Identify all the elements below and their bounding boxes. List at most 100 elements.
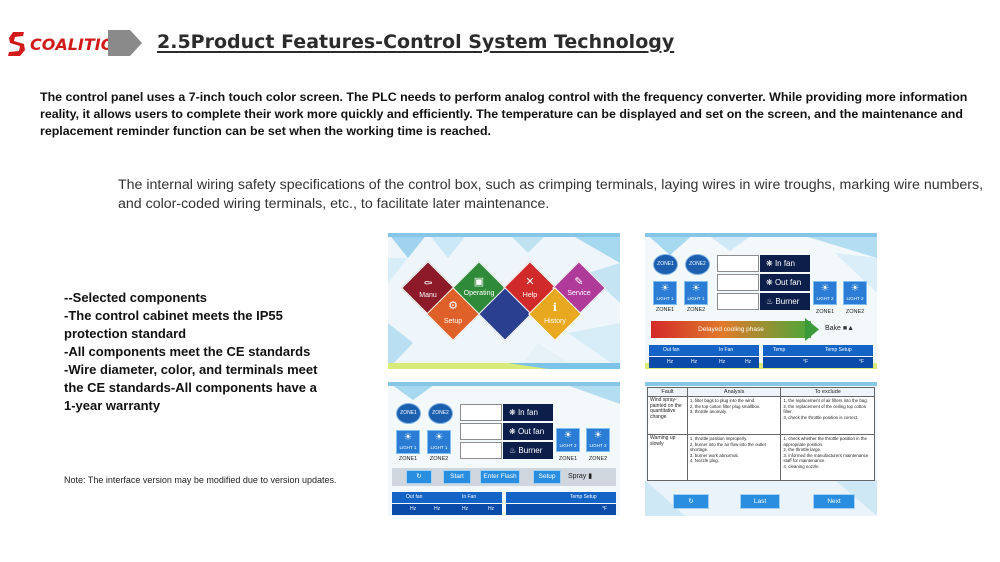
zone1-button[interactable]: ZONE1: [654, 255, 677, 274]
bake-text: Bake: [825, 325, 841, 332]
bake-status-icons: ■▲: [842, 325, 855, 332]
hz-unit: Hz: [410, 506, 417, 512]
brand-name: COALITION: [30, 34, 128, 54]
exclude-cell: 1, check whether the throttle position i…: [780, 434, 875, 481]
lightbulb-icon: ☀: [691, 283, 701, 294]
last-button[interactable]: Last: [740, 494, 780, 509]
flame-icon: ♨: [509, 446, 517, 455]
menu-service-label: Service: [567, 290, 591, 297]
out-fan-header: Out fan: [406, 494, 423, 500]
burner-button[interactable]: ♨ Burner: [503, 442, 553, 459]
wiring-paragraph: The internal wiring safety specification…: [118, 177, 984, 212]
back-button[interactable]: ↻: [673, 494, 709, 509]
light2-zone2-button[interactable]: ☀LIGHT 2: [586, 428, 610, 452]
lightbulb-icon: ☀: [660, 283, 670, 294]
zone2-button[interactable]: ZONE2: [686, 255, 709, 274]
feature-item: -Wire diameter, color, and terminals mee…: [64, 362, 318, 377]
spray-label: Spray: [568, 473, 587, 480]
menu-manu-label: Manu: [419, 292, 437, 299]
out-fan-button[interactable]: ❋ Out fan: [503, 423, 553, 440]
lightbulb-icon: ☀: [434, 432, 444, 443]
hz-unit: Hz: [719, 359, 726, 365]
lightbulb-icon: ☀: [850, 283, 860, 294]
menu-screen: ⚰ Manu ▣ Operating ✕ Help ✎ Service ⚙ Se…: [388, 233, 620, 369]
light2-zone1-button[interactable]: ☀ LIGHT 2: [813, 281, 837, 305]
burner-value-box: [460, 442, 502, 459]
light1-zone2-button[interactable]: ☀LIGHT 1: [427, 430, 451, 454]
menu-operating-label: Operating: [463, 290, 495, 297]
brand-logo: COALITION: [6, 28, 128, 60]
table-row: Warning up slowly 1, throttle position i…: [647, 434, 875, 481]
lightbulb-icon: ☀: [820, 283, 830, 294]
feature-item: 1-year warranty: [64, 398, 161, 413]
fahrenheit-unit: °F: [803, 359, 809, 365]
feature-list: --Selected components -The control cabin…: [64, 289, 364, 415]
next-button[interactable]: Next: [813, 494, 855, 509]
fan-header-row: Out fan In Fan: [392, 492, 502, 503]
hz-unit: Hz: [434, 506, 441, 512]
fahrenheit-unit: °F: [859, 359, 865, 365]
zone1-label: ZONE1: [558, 456, 578, 462]
arrow-right-icon: [805, 318, 819, 341]
lightbulb-icon: ☀: [593, 430, 603, 441]
zone2-label: ZONE2: [845, 309, 865, 315]
out-fan-button[interactable]: ❋ Out fan: [760, 274, 810, 291]
burner-value-box: [717, 293, 759, 310]
version-note: Note: The interface version may be modif…: [64, 475, 337, 485]
fault-table-screen: Fault Analysis To exclude Wind spray-pai…: [645, 382, 877, 516]
chevron-right-icon: [108, 30, 142, 56]
wrench-icon: ✕: [525, 276, 535, 288]
temp-values-row: °F: [506, 504, 616, 515]
light2-zone1-button[interactable]: ☀ LIGHT 2: [556, 428, 580, 452]
light2-label: LIGHT 2: [816, 296, 834, 301]
enter-flash-button[interactable]: Enter Flash: [480, 470, 520, 484]
table-row: Wind spray-painted on the quantitative c…: [647, 396, 875, 435]
light1-label: LIGHT 1: [399, 445, 417, 450]
setup-button[interactable]: Setup: [533, 470, 561, 484]
spray-indicator: Spray ▮: [568, 472, 592, 480]
temp-header-row: Temp Temp Setup: [763, 345, 873, 356]
in-fan-button[interactable]: ❋ In fan: [503, 404, 553, 421]
reset-button[interactable]: ↻: [406, 470, 432, 484]
lightbulb-icon: ☀: [563, 430, 573, 441]
feature-item: --Selected components: [64, 290, 208, 305]
out-fan-value-box: [460, 423, 502, 440]
in-fan-value-box: [717, 255, 759, 272]
chat-icon: ✎: [574, 276, 584, 288]
light1-zone1-button[interactable]: ☀LIGHT 1: [653, 281, 677, 305]
in-fan-button[interactable]: ❋ In fan: [760, 255, 810, 272]
in-fan-header: In Fan: [462, 494, 477, 500]
exclude-cell: 1, the replacement of air filters into t…: [780, 396, 875, 435]
out-fan-value-box: [717, 274, 759, 291]
zone2-label: ZONE2: [588, 456, 608, 462]
light2-label: LIGHT 2: [559, 443, 577, 448]
light1-label: LIGHT 1: [687, 296, 705, 301]
car-icon: ⚰: [423, 278, 433, 290]
page-title: 2.5Product Features-Control System Techn…: [157, 31, 675, 53]
exclude-header: To exclude: [780, 387, 875, 397]
menu-history-label: History: [544, 318, 566, 325]
fan-values-row: Hz Hz Hz Hz: [392, 504, 502, 515]
fault-cell: Wind spray-painted on the quantitative c…: [647, 396, 688, 435]
hz-unit: Hz: [462, 506, 469, 512]
light1-zone2-button[interactable]: ☀ LIGHT 1: [684, 281, 708, 305]
feature-item: -The control cabinet meets the IP55: [64, 308, 283, 323]
fahrenheit-unit: °F: [602, 506, 608, 512]
spray-gun-icon: ▮: [588, 473, 593, 480]
zone2-label: ZONE2: [686, 307, 706, 313]
fan-icon: ❋: [766, 278, 773, 287]
intro-paragraph: The control panel uses a 7-inch touch co…: [40, 90, 968, 138]
flame-icon: ♨: [766, 297, 774, 306]
out-fan-header: Out fan: [663, 347, 680, 353]
hz-unit: Hz: [488, 506, 495, 512]
in-fan-label: In fan: [517, 408, 538, 417]
lightbulb-icon: ☀: [403, 432, 413, 443]
light1-zone1-button[interactable]: ☀ LIGHT 1: [396, 430, 420, 454]
burner-button[interactable]: ♨ Burner: [760, 293, 810, 310]
temp-values-row: °F °F: [763, 357, 873, 368]
zone2-button[interactable]: ZONE2: [429, 404, 452, 423]
temp-header-row: Temp Setup: [506, 492, 616, 503]
start-button[interactable]: Start: [443, 470, 471, 484]
zone1-button[interactable]: ZONE1: [397, 404, 420, 423]
light2-zone2-button[interactable]: ☀LIGHT 2: [843, 281, 867, 305]
